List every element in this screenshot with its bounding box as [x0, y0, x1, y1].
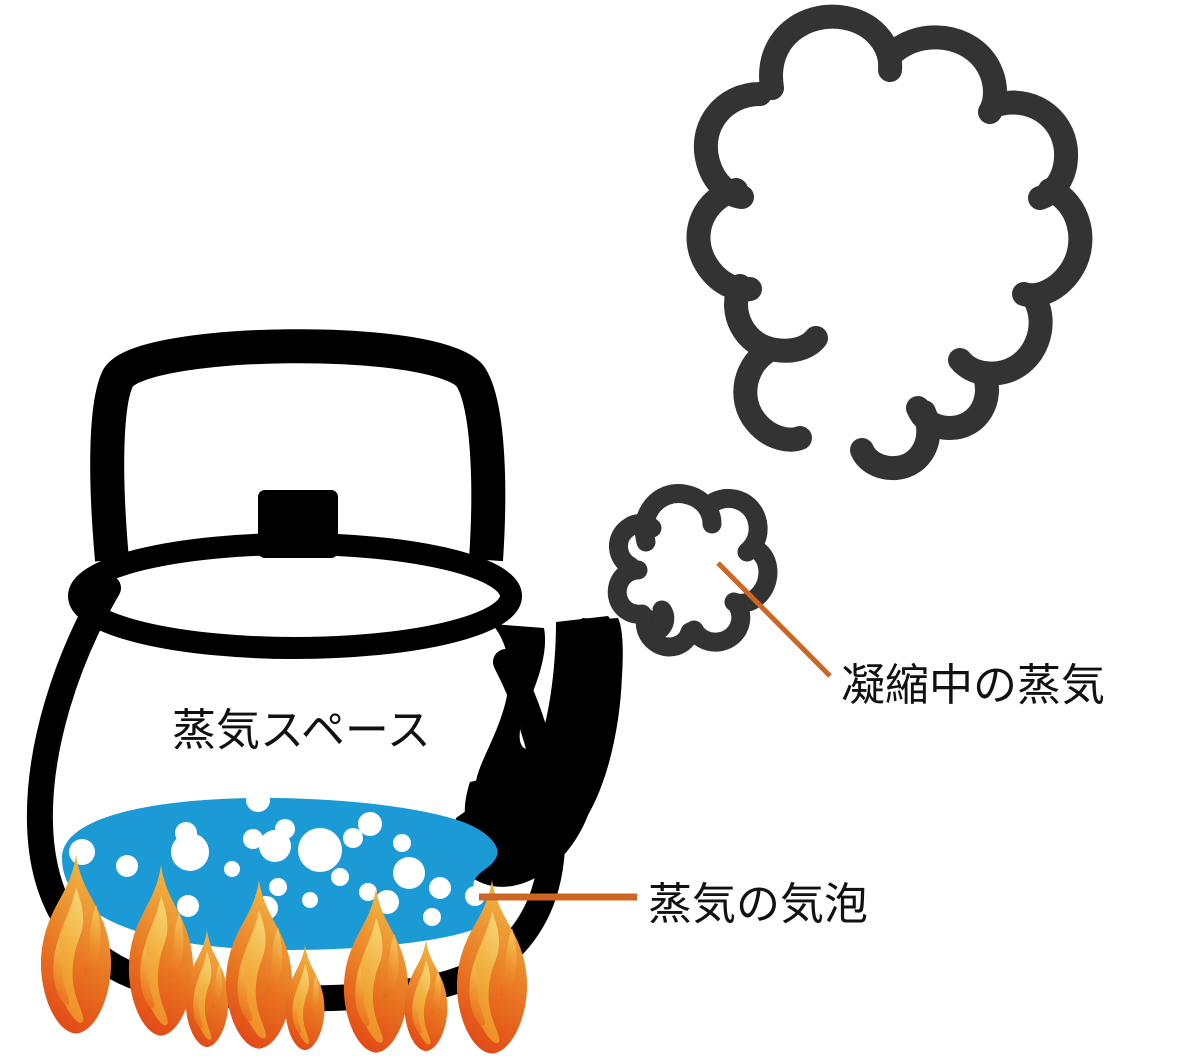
kettle-spout-body — [453, 616, 614, 887]
steam-bubble — [393, 857, 425, 889]
kettle-lid — [68, 533, 522, 659]
steam-bubble — [246, 788, 270, 812]
steam-bubble — [116, 855, 138, 877]
steam-bubble — [343, 828, 363, 848]
steam-bubble — [275, 819, 295, 839]
flame — [185, 930, 229, 1048]
label-steam-space: 蒸気スペース — [172, 705, 431, 756]
condensing-steam-leader — [716, 561, 832, 678]
steam-bubble — [298, 828, 342, 872]
steam-bubble — [429, 877, 451, 899]
steam-bubble — [269, 878, 287, 896]
steam-bubble — [331, 868, 349, 886]
label-steam-bubbles: 蒸気の気泡 — [648, 879, 868, 930]
steam-cloud — [686, 4, 1093, 481]
leader-lines — [479, 561, 832, 901]
steam-bubble — [69, 839, 95, 865]
steam-bubble — [423, 908, 441, 926]
flame — [285, 945, 325, 1051]
steam-bubble — [177, 895, 199, 917]
label-condensing-steam: 凝縮中の蒸気 — [841, 660, 1105, 711]
kettle-handle — [90, 329, 506, 562]
steam-bubble — [359, 883, 377, 901]
steam-bubble — [302, 892, 318, 908]
flame — [404, 940, 448, 1052]
condensing-steam-cloud — [607, 484, 778, 657]
steam-bubble — [358, 812, 382, 836]
kettle — [26, 329, 623, 1012]
steam-bubble — [175, 822, 197, 844]
steam-bubble — [224, 861, 240, 877]
water-bubbles — [69, 788, 485, 926]
steam-bubble — [465, 886, 485, 906]
kettle-knob — [258, 490, 338, 558]
steam-bubble — [243, 829, 263, 849]
steam-bubble — [393, 834, 411, 852]
